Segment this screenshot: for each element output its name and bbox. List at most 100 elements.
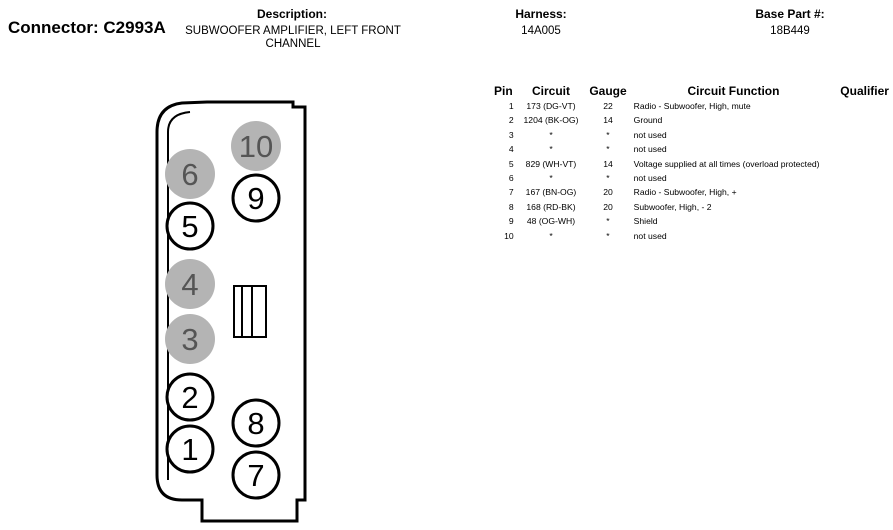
table-row: 8 168 (RD-BK) 20 Subwoofer, High, - 2 [490, 200, 893, 214]
table-row: 5 829 (WH-VT) 14 Voltage supplied at all ti… [490, 157, 893, 171]
pin-number-label: 7 [247, 458, 264, 493]
connector-pin-5: 5 [165, 201, 215, 251]
harness-value: 14A005 [521, 25, 561, 37]
cell-pin: 8 [508, 201, 514, 212]
cell-gauge: * [606, 173, 610, 184]
cell-circuit: 173 (DG-VT) [526, 101, 576, 111]
table-row: 10**not used [490, 229, 893, 243]
cell-pin: 4 [508, 144, 514, 155]
cell-circuit: 48 (OG-WH) [526, 216, 576, 227]
description-header: Description: [256, 7, 327, 21]
cell-circuit: * [549, 129, 553, 140]
connector-pin-8: 8 [231, 398, 281, 448]
cell-qualifier [836, 200, 893, 214]
connector-pin-4: 4 [165, 259, 215, 309]
cell-qualifier [836, 142, 893, 156]
pin-circle [231, 398, 281, 448]
cell-gauge: * [606, 144, 610, 155]
pin-circle [165, 149, 215, 199]
connector-title: Connector: C2993A [8, 18, 166, 37]
cell-pin: 10 [504, 230, 514, 241]
column-header-pin: Pin [494, 83, 513, 98]
base-part-value: 18B449 [770, 25, 810, 37]
cell-pin: 6 [508, 173, 514, 184]
cell-circuit: 829 (WH-VT) [525, 158, 577, 169]
pin-number-label: 2 [181, 380, 198, 415]
cell-function: Subwoofer, High, - 2 [633, 201, 712, 212]
base-part-header: Base Part #: [755, 7, 825, 21]
cell-pin: 2 [508, 115, 514, 126]
cell-pin: 5 [508, 158, 514, 169]
pin-circle [165, 314, 215, 364]
connector-pin-3: 3 [165, 314, 215, 364]
cell-circuit: 1204 (BK-OG) [523, 115, 579, 126]
cell-pin: 7 [508, 187, 514, 198]
pin-circle [165, 201, 215, 251]
pin-number-label: 6 [181, 157, 198, 192]
cell-pin: 9 [508, 216, 514, 227]
cell-qualifier [836, 157, 893, 171]
cell-circuit: * [549, 230, 553, 241]
column-header-function: Circuit Function [687, 83, 780, 98]
column-header-gauge: Gauge [589, 83, 627, 98]
cell-function: not used [633, 144, 667, 155]
harness-header: Harness: [515, 7, 567, 21]
cell-qualifier [836, 185, 893, 199]
pin-number-label: 1 [181, 432, 198, 467]
cell-gauge: 20 [603, 201, 613, 212]
connector-pin-2: 2 [165, 372, 215, 422]
cell-pin: 3 [508, 129, 514, 140]
pin-number-label: 9 [247, 181, 264, 216]
cell-function: Radio - Subwoofer, High, mute [633, 101, 751, 111]
pin-circle [165, 259, 215, 309]
cell-function: Ground [633, 115, 663, 126]
cell-gauge: 20 [603, 187, 613, 198]
connector-inner-outline [167, 111, 191, 480]
connector-pin-7: 7 [231, 450, 281, 500]
pin-circle [165, 424, 215, 474]
cell-gauge: 22 [603, 101, 613, 111]
cell-circuit: 168 (RD-BK) [526, 201, 576, 212]
cell-qualifier [836, 128, 893, 142]
column-header-circuit: Circuit [531, 83, 570, 98]
pin-number-label: 4 [181, 267, 198, 302]
pin-number-label: 3 [181, 322, 198, 357]
polarization-key [233, 285, 267, 338]
cell-circuit: * [549, 173, 553, 184]
cell-qualifier [836, 171, 893, 185]
table-row: 3 * * not used [490, 128, 893, 142]
pin-circle [231, 450, 281, 500]
cell-qualifier [836, 113, 893, 127]
connector-pin-9: 9 [231, 173, 281, 223]
table-row: 4 * * not used [490, 142, 893, 156]
pin-circle [165, 372, 215, 422]
cell-function: not used [633, 173, 667, 184]
cell-function: Voltage supplied at all times (overload … [633, 158, 820, 169]
pinout-header-row: Pin Circuit Gauge Circuit Function Quali… [490, 82, 893, 99]
cell-gauge: 14 [603, 158, 613, 169]
cell-function: not used [633, 230, 667, 241]
pin-number-label: 8 [247, 406, 264, 441]
cell-qualifier [836, 99, 893, 113]
pin-number-label: 5 [181, 209, 198, 244]
connector-pin-6: 6 [165, 149, 215, 199]
table-row: 6 * * not used [490, 171, 893, 185]
cell-pin: 1 [508, 101, 514, 111]
pin-circle [231, 173, 281, 223]
connector-pin-1: 1 [165, 424, 215, 474]
cell-gauge: * [606, 129, 610, 140]
cell-qualifier [836, 214, 893, 228]
pin-number-label: 10 [239, 129, 273, 164]
cell-circuit: * [549, 144, 553, 155]
column-header-qualifier: Qualifier [840, 83, 889, 98]
description-value: SUBWOOFER AMPLIFIER, LEFT FRONT CHANNEL [185, 25, 401, 50]
connector-face-diagram: 1 2 3 4 5 6 7 8 9 10 [155, 100, 307, 523]
cell-gauge: * [606, 216, 610, 227]
connector-pin-10: 10 [231, 121, 281, 171]
cell-circuit: 167 (BN-OG) [525, 187, 577, 198]
pin-circle [231, 121, 281, 171]
cell-function: not used [633, 129, 667, 140]
